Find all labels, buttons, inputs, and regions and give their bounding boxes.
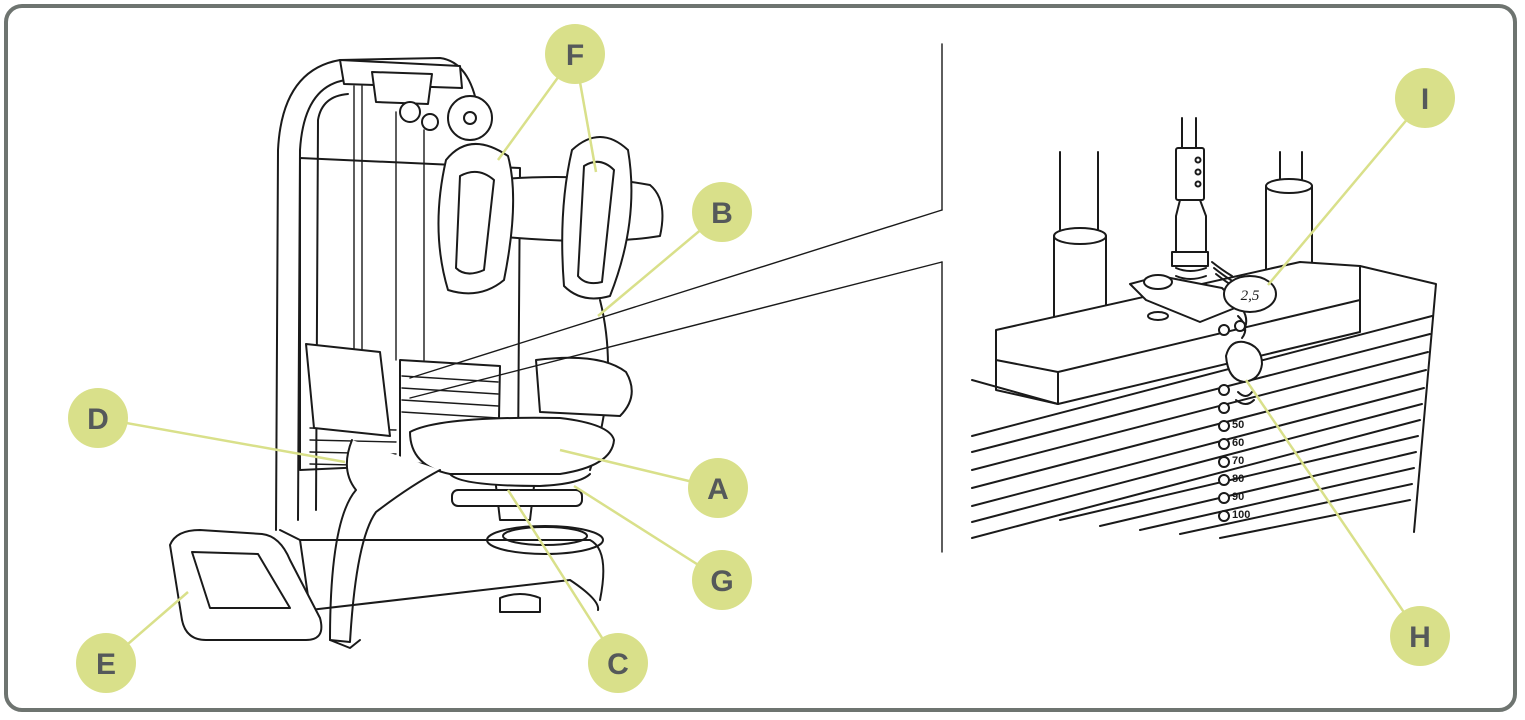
label-bubble-g bbox=[692, 550, 752, 610]
label-bubble-f bbox=[545, 24, 605, 84]
selector-knob-label: 2,5 bbox=[1241, 288, 1260, 304]
weight-number-70: 70 bbox=[1232, 455, 1244, 467]
label-text-d: D bbox=[87, 403, 109, 436]
zoom-callout-lines bbox=[409, 43, 943, 553]
label-bubble-c bbox=[588, 633, 648, 693]
label-bubble-b bbox=[692, 182, 752, 242]
leader-line-d bbox=[97, 416, 346, 464]
weight-number-100: 100 bbox=[1232, 509, 1250, 521]
label-text-c: C bbox=[607, 648, 629, 681]
weight-number-80: 80 bbox=[1232, 473, 1244, 485]
label-bubble-d bbox=[68, 388, 128, 448]
label-bubble-i bbox=[1395, 68, 1455, 128]
label-bubble-h bbox=[1390, 606, 1450, 666]
weight-number-50: 50 bbox=[1232, 419, 1244, 431]
label-text-g: G bbox=[710, 565, 733, 598]
weight-stack-detail: 50 60 70 80 90 100 2,5 bbox=[971, 117, 1437, 539]
callout-labels: A B C D E F G H I bbox=[68, 24, 1455, 693]
label-text-f: F bbox=[566, 39, 584, 72]
leader-line-h bbox=[1244, 379, 1422, 637]
selector-knob-2-5 bbox=[1223, 275, 1277, 313]
label-text-b: B bbox=[711, 197, 733, 230]
label-text-i: I bbox=[1421, 83, 1429, 116]
label-bubble-a bbox=[688, 458, 748, 518]
weight-number-60: 60 bbox=[1232, 437, 1244, 449]
label-bubble-e bbox=[76, 633, 136, 693]
weight-number-90: 90 bbox=[1232, 491, 1244, 503]
leader-line-i bbox=[1267, 97, 1426, 286]
leader-line-c bbox=[506, 489, 620, 664]
label-text-a: A bbox=[707, 473, 729, 506]
machine-illustration bbox=[169, 57, 664, 649]
label-text-h: H bbox=[1409, 621, 1431, 654]
label-text-e: E bbox=[96, 648, 116, 681]
